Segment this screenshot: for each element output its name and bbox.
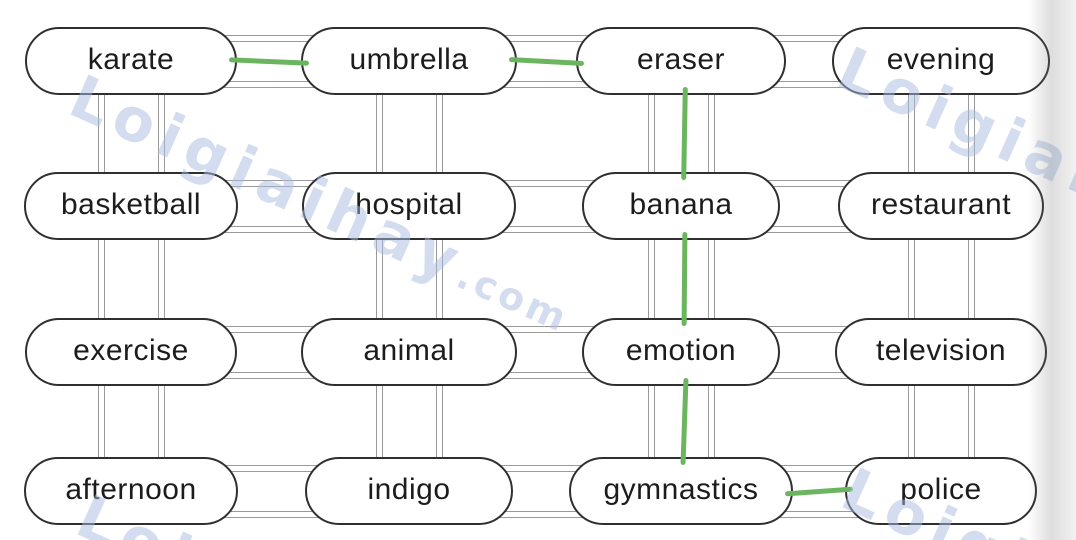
corridor-rail xyxy=(158,61,165,206)
corridor-rail xyxy=(158,206,165,352)
word-label: animal xyxy=(363,334,455,367)
word-label: emotion xyxy=(625,334,737,367)
corridor-rail xyxy=(436,352,443,491)
word-node-evening[interactable]: evening xyxy=(832,27,1050,95)
path-segment-banana-emotion xyxy=(681,231,688,327)
word-label: restaurant xyxy=(870,188,1012,221)
corridor-rail xyxy=(409,180,681,187)
corridor-rail xyxy=(436,206,443,352)
corridor-rail xyxy=(681,372,941,379)
word-node-exercise[interactable]: exercise xyxy=(25,318,237,386)
corridor-rail xyxy=(708,61,715,206)
word-label: karate xyxy=(87,43,175,76)
word-label: indigo xyxy=(367,473,451,506)
corridor-rail xyxy=(131,226,409,233)
path-segment-gymnastics-police xyxy=(784,486,854,497)
word-node-karate[interactable]: karate xyxy=(25,27,237,95)
word-node-banana[interactable]: banana xyxy=(582,172,780,240)
corridor-rail xyxy=(409,372,681,379)
corridor-rail xyxy=(681,326,941,333)
corridor-rail xyxy=(131,35,409,42)
corridor-rail xyxy=(409,226,681,233)
corridor-rail xyxy=(681,35,941,42)
corridor-rail xyxy=(409,35,681,42)
word-node-hospital[interactable]: hospital xyxy=(302,172,516,240)
word-node-umbrella[interactable]: umbrella xyxy=(301,27,517,95)
corridor-rail xyxy=(376,61,383,206)
corridor-rail xyxy=(648,352,655,491)
corridor-rail xyxy=(708,206,715,352)
corridor-rail xyxy=(968,352,975,491)
path-segment-umbrella-eraser xyxy=(508,57,585,66)
word-label: banana xyxy=(629,188,733,221)
corridor-rail xyxy=(409,465,681,472)
word-label: basketball xyxy=(60,188,202,221)
corridor-rail xyxy=(98,206,105,352)
corridor-rail xyxy=(908,61,915,206)
corridor-rail xyxy=(681,465,941,472)
corridor-rail xyxy=(681,511,941,518)
corridor-rail xyxy=(708,352,715,491)
corridor-rail xyxy=(968,61,975,206)
corridor-rail xyxy=(681,226,941,233)
path-segment-karate-umbrella xyxy=(228,57,310,66)
word-label: evening xyxy=(886,43,996,76)
word-label: gymnastics xyxy=(603,473,759,506)
word-node-emotion[interactable]: emotion xyxy=(582,318,780,386)
word-node-eraser[interactable]: eraser xyxy=(576,27,786,95)
corridor-rail xyxy=(908,206,915,352)
word-label: afternoon xyxy=(65,473,197,506)
corridor-rail xyxy=(648,206,655,352)
word-label: umbrella xyxy=(349,43,469,76)
corridor-rail xyxy=(409,511,681,518)
word-label: exercise xyxy=(73,334,189,367)
corridor-rail xyxy=(409,81,681,88)
corridor-rail xyxy=(98,352,105,491)
corridor-rail xyxy=(681,180,941,187)
word-label: hospital xyxy=(355,188,463,221)
corridor-rail xyxy=(436,61,443,206)
path-segment-eraser-banana xyxy=(681,86,688,181)
corridor-rail xyxy=(131,465,409,472)
corridor-rail xyxy=(376,352,383,491)
word-label: eraser xyxy=(636,43,726,76)
word-node-restaurant[interactable]: restaurant xyxy=(838,172,1044,240)
corridor-rail xyxy=(648,61,655,206)
word-node-indigo[interactable]: indigo xyxy=(305,457,513,525)
word-node-television[interactable]: television xyxy=(835,318,1047,386)
path-segment-emotion-gymnastics xyxy=(680,377,689,466)
corridor-rail xyxy=(158,352,165,491)
corridor-rail xyxy=(968,206,975,352)
corridor-rail xyxy=(409,326,681,333)
corridor-rail xyxy=(376,206,383,352)
corridor-rail xyxy=(908,352,915,491)
word-label: police xyxy=(900,473,982,506)
corridor-rail xyxy=(681,81,941,88)
word-node-animal[interactable]: animal xyxy=(301,318,517,386)
word-node-police[interactable]: police xyxy=(845,457,1037,525)
word-label: television xyxy=(875,334,1007,367)
word-node-gymnastics[interactable]: gymnastics xyxy=(569,457,793,525)
corridor-rail xyxy=(131,372,409,379)
corridor-rail xyxy=(98,61,105,206)
word-node-afternoon[interactable]: afternoon xyxy=(24,457,238,525)
corridor-rail xyxy=(131,81,409,88)
word-node-basketball[interactable]: basketball xyxy=(24,172,238,240)
corridor-rail xyxy=(131,326,409,333)
corridor-rail xyxy=(131,511,409,518)
corridor-rail xyxy=(131,180,409,187)
